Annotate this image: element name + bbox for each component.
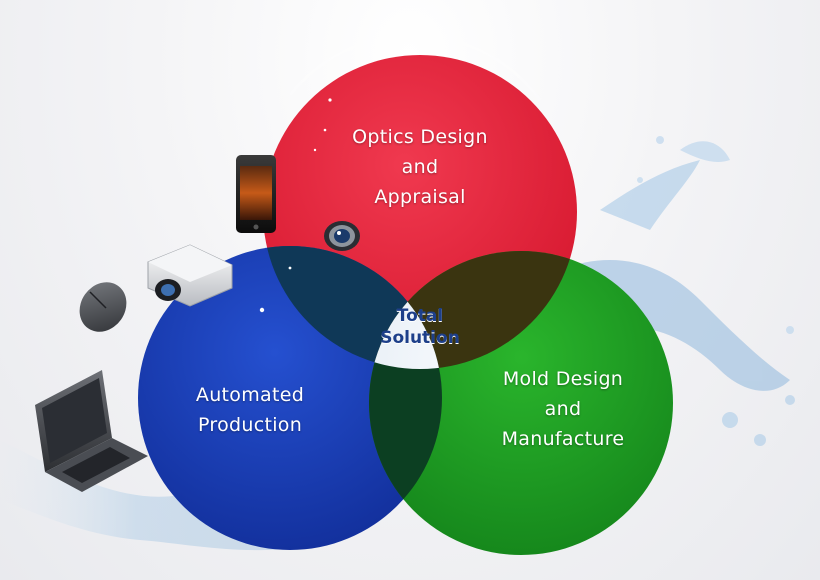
- label-mold-line-3: Manufacture: [501, 428, 625, 450]
- sparkles: [259, 98, 332, 313]
- smartphone-icon: [236, 155, 276, 233]
- mouse-icon: [79, 282, 127, 332]
- label-total-line-2: Solution: [380, 328, 460, 348]
- label-automated-line-1: Automated: [195, 384, 305, 406]
- label-mold-line-1: Mold Design: [502, 368, 624, 390]
- label-automated-line-2: Production: [197, 414, 303, 436]
- laptop-icon: [35, 370, 148, 492]
- label-optics-line-1: Optics Design: [352, 126, 488, 148]
- label-mold-line-2: and: [544, 398, 582, 420]
- overlap-optics-automated: [263, 246, 442, 369]
- label-mold-design: Mold Design and Manufacture: [478, 364, 648, 454]
- label-total-line-1: Total: [396, 306, 444, 326]
- projector-icon: [147, 244, 233, 307]
- label-optics-line-3: Appraisal: [374, 186, 466, 208]
- label-optics-line-2: and: [401, 156, 439, 178]
- overlap-optics-mold: [369, 251, 577, 369]
- label-automated-production: Automated Production: [165, 380, 335, 440]
- camera-lens-icon: [324, 221, 360, 251]
- label-total-solution: Total Solution: [355, 305, 485, 349]
- label-optics-design: Optics Design and Appraisal: [320, 122, 520, 212]
